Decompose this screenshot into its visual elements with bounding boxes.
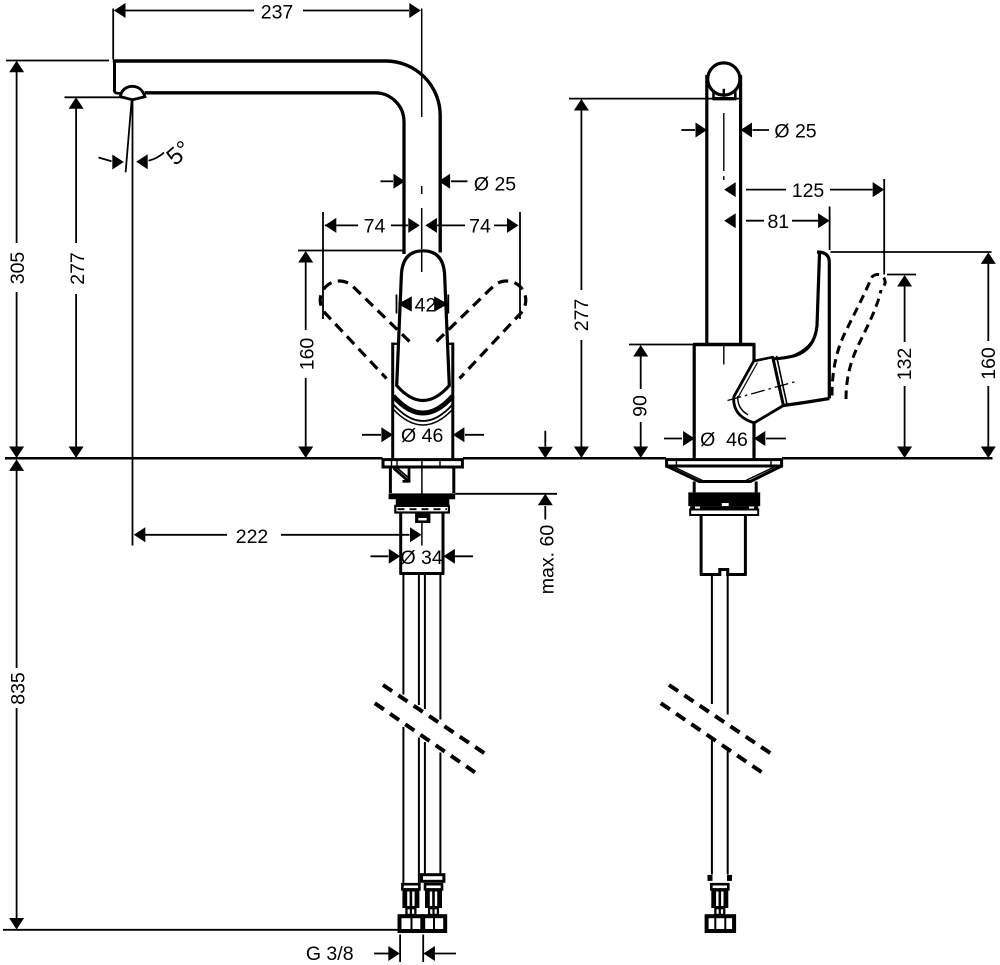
svg-text:G 3/8: G 3/8 (306, 943, 354, 965)
svg-text:90: 90 (630, 395, 652, 417)
svg-text:Ø 25: Ø 25 (774, 120, 816, 142)
svg-text:305: 305 (7, 252, 29, 285)
svg-text:Ø 46: Ø 46 (700, 429, 748, 451)
svg-text:Ø 46: Ø 46 (401, 425, 443, 447)
svg-text:125: 125 (792, 180, 825, 202)
svg-text:222: 222 (236, 526, 269, 548)
svg-text:277: 277 (571, 299, 593, 332)
svg-text:Ø 25: Ø 25 (474, 174, 516, 196)
svg-text:74: 74 (364, 216, 386, 238)
svg-text:160: 160 (297, 338, 319, 371)
svg-text:max. 60: max. 60 (537, 525, 559, 595)
svg-text:132: 132 (894, 348, 916, 381)
svg-text:42: 42 (415, 294, 437, 316)
svg-text:81: 81 (767, 211, 789, 233)
svg-text:237: 237 (261, 2, 294, 24)
svg-text:277: 277 (67, 252, 89, 285)
svg-text:160: 160 (978, 347, 1000, 380)
svg-text:Ø 34: Ø 34 (400, 547, 442, 569)
svg-text:835: 835 (8, 672, 30, 705)
svg-text:74: 74 (469, 216, 491, 238)
